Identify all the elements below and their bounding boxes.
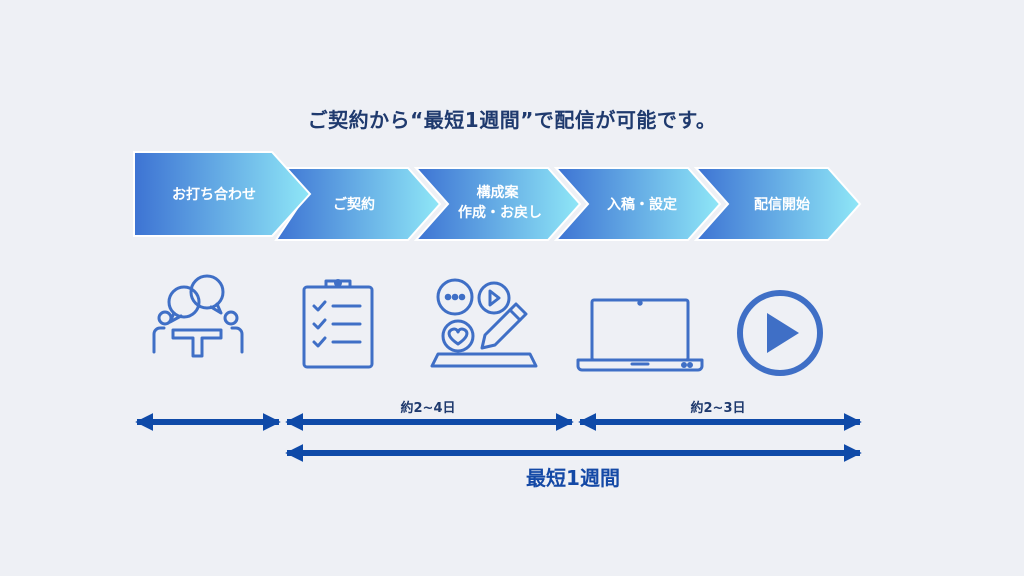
step-chevron-5 [693, 167, 862, 241]
step-chevron-4 [553, 167, 722, 241]
timeline-arrows [135, 413, 862, 462]
duration-label-submission-to-delivery: 約2~3日 [691, 400, 746, 416]
content-creation-icon [430, 278, 538, 368]
step-chevrons [133, 151, 862, 241]
step-label-1: お打ち合わせ [172, 186, 256, 203]
clipboard-checklist-icon [302, 279, 374, 369]
laptop-icon [576, 298, 704, 372]
step-label-5: 配信開始 [754, 196, 810, 213]
step-label-3: 構成案 作成・お戻し [458, 184, 542, 221]
duration-label-contract-to-draft: 約2~4日 [401, 400, 456, 416]
headline: ご契約から“最短1週間”で配信が可能です。 [307, 108, 717, 132]
step-label-2: ご契約 [333, 196, 375, 213]
step-chevron-3 [413, 167, 582, 241]
step-chevron-1 [133, 151, 312, 237]
step-label-4: 入稿・設定 [607, 196, 677, 213]
meeting-icon [152, 274, 244, 358]
play-button-icon [737, 290, 823, 376]
total-duration-label: 最短1週間 [526, 466, 620, 490]
